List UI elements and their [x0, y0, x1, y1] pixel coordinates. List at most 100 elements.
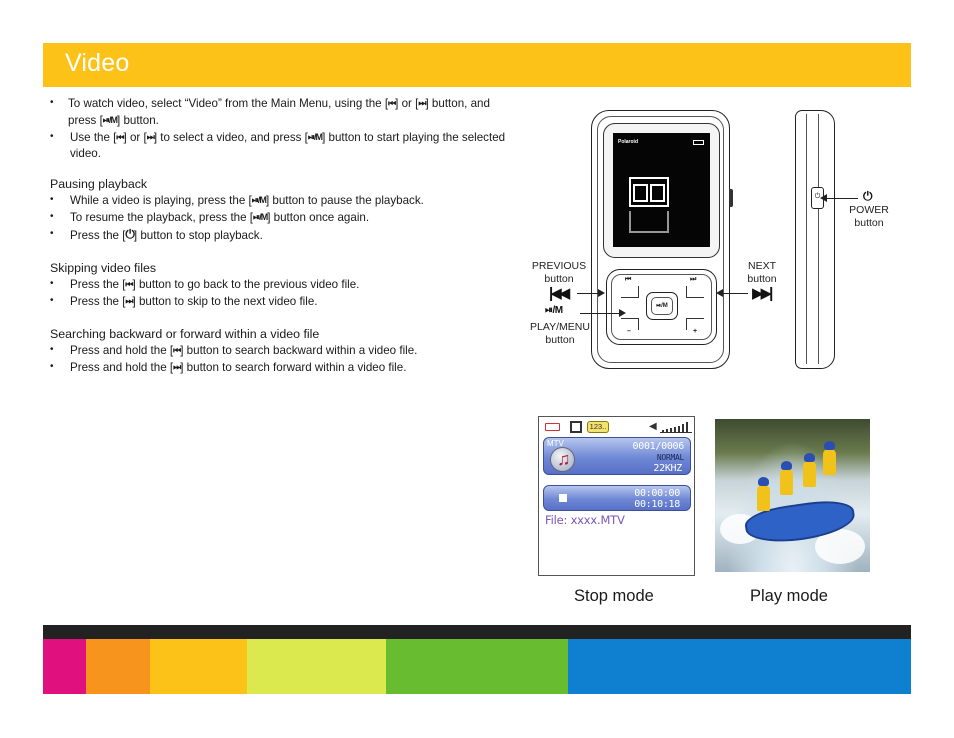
- label-line: PLAY/MENU: [530, 321, 590, 333]
- footer-stripe: [43, 639, 86, 694]
- searching-list: Press and hold the [⏮] button to search …: [50, 342, 520, 376]
- page-title: Video: [65, 49, 130, 77]
- list-item: Press and hold the [⏭] button to search …: [50, 359, 520, 376]
- text-segment: To resume the playback, press the [: [70, 211, 254, 224]
- stop-icon: [559, 494, 567, 502]
- text-segment: To watch video, select “Video” from the …: [68, 97, 389, 110]
- previous-label-icon: |◀◀: [549, 285, 570, 302]
- helmet: [824, 441, 835, 450]
- film-icon: [629, 177, 669, 207]
- list-item: Press the [⏭] button to skip to the next…: [50, 293, 520, 310]
- list-item: Press and hold the [⏮] button to search …: [50, 342, 520, 359]
- text-segment: While a video is playing, press the [: [70, 194, 252, 207]
- next-arrow: [716, 287, 748, 299]
- intro-list: To watch video, select “Video” from the …: [50, 95, 520, 162]
- volume-up-icon[interactable]: +: [693, 328, 698, 335]
- device-inner-outline: [597, 116, 724, 363]
- text-segment: Press and hold the [: [70, 361, 174, 374]
- play-menu-arrow: [580, 307, 626, 319]
- text-segment: Press the [: [70, 295, 126, 308]
- previous-key-icon: ⏮: [116, 132, 124, 142]
- status-bar: 123.. ◀: [543, 420, 693, 434]
- text-segment: ] to select a video, and press [: [153, 131, 308, 144]
- volume-down-icon[interactable]: –: [627, 328, 631, 335]
- section-heading-searching: Searching backward or forward within a v…: [50, 327, 320, 341]
- footer-stripe: [86, 639, 150, 694]
- power-button[interactable]: ⏻: [811, 187, 824, 209]
- play-mode-caption: Play mode: [750, 587, 828, 605]
- track-counter: 0001/0006: [632, 441, 685, 452]
- play-menu-button-label: PLAY/MENU button: [525, 321, 595, 347]
- text-segment: ] or [: [123, 131, 147, 144]
- pausing-list: While a video is playing, press the [⏯/M…: [50, 192, 520, 244]
- previous-key-icon: ⏮: [388, 98, 396, 108]
- device-front-illustration: Polaroid ⏮ ⏭ – + ⏯/M: [591, 110, 733, 369]
- footer-color-stripes: [43, 639, 911, 694]
- pad-segment: [621, 318, 639, 330]
- helmet: [804, 453, 815, 462]
- previous-icon[interactable]: ⏮: [625, 276, 632, 283]
- film-reflection-icon: [629, 211, 669, 233]
- section-heading-pausing: Pausing playback: [50, 177, 148, 191]
- rafter: [803, 461, 816, 487]
- stop-mode-caption: Stop mode: [574, 587, 654, 605]
- total-time: 00:10:18: [634, 499, 680, 510]
- play-menu-key-icon: ⏯/M: [307, 132, 323, 142]
- side-edge: [806, 114, 807, 364]
- text-segment: ] button to search backward within a vid…: [180, 344, 418, 357]
- play-mode-video-frame: [715, 419, 870, 572]
- previous-key-icon: ⏮: [173, 345, 181, 355]
- play-menu-button[interactable]: ⏯/M: [646, 292, 678, 320]
- play-menu-label-icon: ⏯/M: [545, 305, 563, 316]
- label-line: button: [747, 273, 777, 285]
- text-segment: ] button to skip to the next video file.: [132, 295, 318, 308]
- speaker-icon: ◀: [649, 421, 657, 432]
- film-frame: [633, 184, 648, 202]
- device-screen-bezel: Polaroid: [603, 123, 720, 258]
- text-segment: ] button, and press [: [68, 97, 490, 127]
- previous-arrow: [577, 287, 605, 299]
- text-segment: Press the [: [70, 229, 126, 242]
- sample-rate: 22KHZ: [653, 463, 682, 474]
- previous-button-label: PREVIOUS button: [528, 260, 590, 286]
- power-key-icon: ⏻: [125, 227, 134, 241]
- text-segment: ] button to search forward within a vide…: [180, 361, 407, 374]
- rafter: [780, 469, 793, 495]
- next-label-icon: ▶▶|: [752, 285, 773, 302]
- elapsed-time: 00:00:00: [634, 488, 680, 499]
- stop-mode-screen: 123.. ◀ MTV ♫ 0001/0006 NORMAL 22KHZ 00:…: [538, 416, 695, 576]
- play-mode-text: NORMAL: [656, 453, 684, 462]
- video-icon: [570, 421, 582, 433]
- label-line: button: [854, 217, 884, 229]
- time-panel: 00:00:00 00:10:18: [543, 485, 691, 511]
- skipping-list: Press the [⏮] button to go back to the p…: [50, 276, 520, 310]
- power-button-label: POWER button: [842, 204, 896, 230]
- next-icon[interactable]: ⏭: [690, 276, 697, 283]
- control-pad-inner: [611, 274, 712, 340]
- text-segment: ] button to stop playback.: [133, 229, 263, 242]
- play-menu-key-icon: ⏯/M: [253, 212, 268, 222]
- title-bar: Video: [43, 43, 911, 87]
- instructions: To watch video, select “Video” from the …: [50, 95, 520, 376]
- pad-segment: [686, 318, 704, 330]
- helmet: [781, 461, 792, 470]
- track-badge: 123..: [587, 421, 609, 433]
- next-key-icon: ⏭: [173, 362, 181, 372]
- text-segment: Press and hold the [: [70, 344, 174, 357]
- battery-low-icon: [545, 423, 560, 431]
- file-name: File: xxxx.MTV: [545, 513, 625, 527]
- label-line: PREVIOUS: [531, 260, 587, 272]
- music-note-icon: ♫: [550, 447, 575, 472]
- play-menu-icon: ⏯/M: [651, 297, 673, 315]
- footer-bar: [43, 625, 911, 639]
- device-side-illustration: ⏻: [795, 110, 835, 369]
- section-heading-skipping: Skipping video files: [50, 261, 157, 275]
- text-segment: ] or [: [395, 97, 419, 110]
- text-segment: Use the [: [70, 131, 117, 144]
- list-item: While a video is playing, press the [⏯/M…: [50, 192, 520, 209]
- text-segment: Press the [: [70, 278, 126, 291]
- power-label-icon: ⏻: [863, 189, 872, 203]
- helmet: [758, 477, 769, 486]
- text-segment: ] button once again.: [267, 211, 370, 224]
- text-segment: ] button to pause the playback.: [265, 194, 424, 207]
